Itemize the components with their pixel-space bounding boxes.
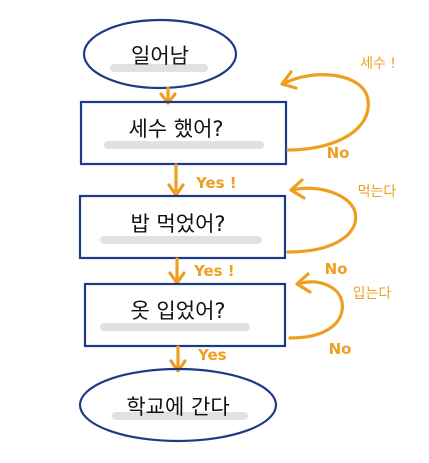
step1-node: 세수 했어?	[79, 100, 288, 166]
arrow-step1-to-step2: Yes !	[167, 163, 237, 197]
step1-no-loop: 세수 ! No	[280, 56, 396, 162]
step2-no-label: No	[325, 260, 348, 278]
step2-question: 밥 먹었어?	[130, 212, 225, 236]
arrow-start-to-step1	[159, 86, 177, 105]
step3-box	[83, 282, 287, 348]
step1-action-label: 세수 !	[360, 56, 396, 72]
step3-no-label: No	[329, 340, 352, 358]
step2-node: 밥 먹었어?	[78, 194, 287, 260]
start-highlight	[110, 64, 208, 72]
step1-highlight	[104, 141, 264, 149]
step2-highlight	[100, 236, 262, 244]
step2-action-label: 먹는다	[358, 184, 397, 200]
step3-action-label: 입는다	[353, 286, 392, 302]
step2-no-loop: 먹는다 No	[286, 178, 397, 278]
step1-no-label: No	[327, 144, 350, 162]
step3-no-loop: 입는다 No	[288, 272, 392, 358]
end-highlight	[112, 412, 248, 420]
step2-yes-label: Yes !	[193, 262, 235, 280]
step1-yes-label: Yes !	[195, 174, 237, 192]
step3-yes-label: Yes	[197, 346, 227, 364]
start-node: 일어남	[82, 18, 238, 90]
step3-question: 옷 입었어?	[130, 299, 225, 323]
step1-question: 세수 했어?	[128, 117, 223, 141]
step3-node: 옷 입었어?	[83, 282, 287, 348]
start-ellipse	[82, 18, 238, 90]
start-label: 일어남	[131, 44, 189, 68]
step1-box	[79, 100, 288, 166]
arrow-step2-to-step3: Yes !	[168, 257, 235, 285]
step3-highlight	[100, 323, 250, 331]
arrow-step3-to-end: Yes	[169, 345, 227, 373]
end-node: 학교에 간다	[78, 367, 278, 443]
end-label: 학교에 간다	[126, 395, 229, 419]
end-ellipse	[78, 367, 278, 443]
step2-box	[78, 194, 287, 260]
